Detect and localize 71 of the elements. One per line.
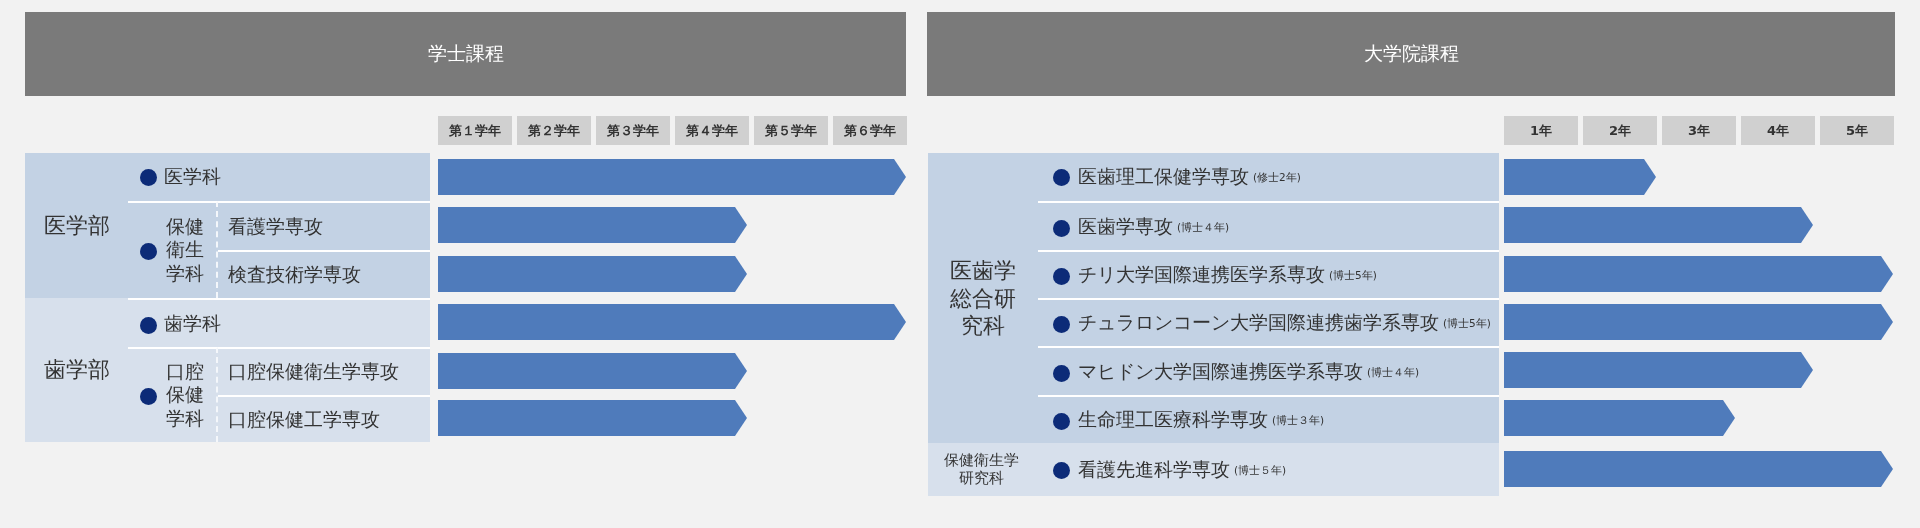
year-label: 第１学年	[448, 122, 502, 140]
year-cell	[754, 116, 828, 145]
degree-note: (博士５年)	[1234, 463, 1287, 478]
department-name: 医学科	[164, 164, 221, 189]
department-name: 口腔保健学科	[166, 359, 205, 432]
year-cell	[517, 116, 591, 145]
year-label: 2年	[1607, 122, 1632, 140]
year-cell	[675, 116, 749, 145]
arrow-bar	[1504, 304, 1893, 340]
faculty-name: 保健衛生学研究科	[942, 450, 1020, 489]
year-cell	[438, 116, 512, 145]
degree-note: (博士5年)	[1329, 269, 1377, 284]
year-label: 第５学年	[764, 122, 818, 140]
degree-note: (博士5年)	[1443, 317, 1491, 332]
table-cell	[128, 201, 218, 298]
faculty-name: 歯学部	[43, 356, 110, 384]
arrow-bar	[1504, 352, 1813, 388]
arrow-bar	[438, 304, 906, 340]
header-bar	[25, 12, 906, 96]
year-cell	[1741, 116, 1815, 145]
year-cell	[1504, 116, 1578, 145]
degree-note: (博士４年)	[1177, 220, 1230, 235]
department-name: マヒドン大学国際連携医学系専攻	[1078, 358, 1363, 384]
department-name: 医歯学専攻	[1078, 213, 1173, 239]
degree-note: (修士2年)	[1253, 171, 1301, 186]
year-cell	[833, 116, 907, 145]
table-cell	[128, 347, 218, 442]
year-label: 第２学年	[527, 122, 581, 140]
faculty-panel	[25, 153, 430, 298]
department-name: 口腔保健衛生学専攻	[228, 359, 399, 384]
arrow-bar	[438, 159, 906, 195]
year-cell	[1583, 116, 1657, 145]
faculty-panel	[928, 443, 1499, 496]
arrow-bar	[1504, 400, 1735, 436]
arrow-bar	[1504, 256, 1893, 292]
arrow-bar	[438, 353, 747, 389]
year-label: 3年	[1686, 122, 1711, 140]
year-label: 4年	[1765, 122, 1790, 140]
faculty-panel	[928, 153, 1499, 443]
department-name: 口腔保健工学専攻	[228, 406, 380, 432]
department-name: 検査技術学専攻	[228, 262, 361, 287]
year-cell	[596, 116, 670, 145]
department-name: 歯学科	[164, 310, 221, 336]
year-label: 第６学年	[843, 122, 897, 140]
header-bar	[927, 12, 1895, 96]
year-cell	[1662, 116, 1736, 145]
faculty-name: 医学部	[43, 211, 110, 240]
department-name: 医歯理工保健学専攻	[1078, 164, 1249, 189]
year-label: 第３学年	[606, 122, 660, 140]
header-title: 大学院課程	[1362, 41, 1460, 66]
department-name: 看護先進科学専攻	[1078, 456, 1230, 482]
arrow-bar	[1504, 159, 1656, 195]
faculty-name: 医歯学総合研究科	[949, 256, 1017, 340]
degree-note: (博士４年)	[1367, 365, 1420, 380]
arrow-bar	[438, 400, 747, 436]
arrow-bar	[1504, 207, 1813, 243]
department-name: 生命理工医療科学専攻	[1078, 407, 1268, 432]
department-name: 看護学専攻	[228, 213, 323, 239]
year-label: 第４学年	[685, 122, 739, 140]
arrow-bar	[438, 256, 747, 292]
faculty-panel	[25, 298, 430, 442]
arrow-bar	[438, 207, 747, 243]
year-cell	[1820, 116, 1894, 145]
arrow-bar	[1504, 451, 1893, 487]
header-title: 学士課程	[426, 41, 505, 66]
department-name: チリ大学国際連携医学系専攻	[1078, 262, 1325, 287]
department-name: 保健衛生学科	[166, 214, 205, 287]
year-label: 1年	[1528, 122, 1553, 140]
degree-note: (博士３年)	[1272, 414, 1325, 429]
department-name: チュラロンコーン大学国際連携歯学系専攻	[1078, 310, 1439, 335]
year-label: 5年	[1844, 122, 1869, 140]
